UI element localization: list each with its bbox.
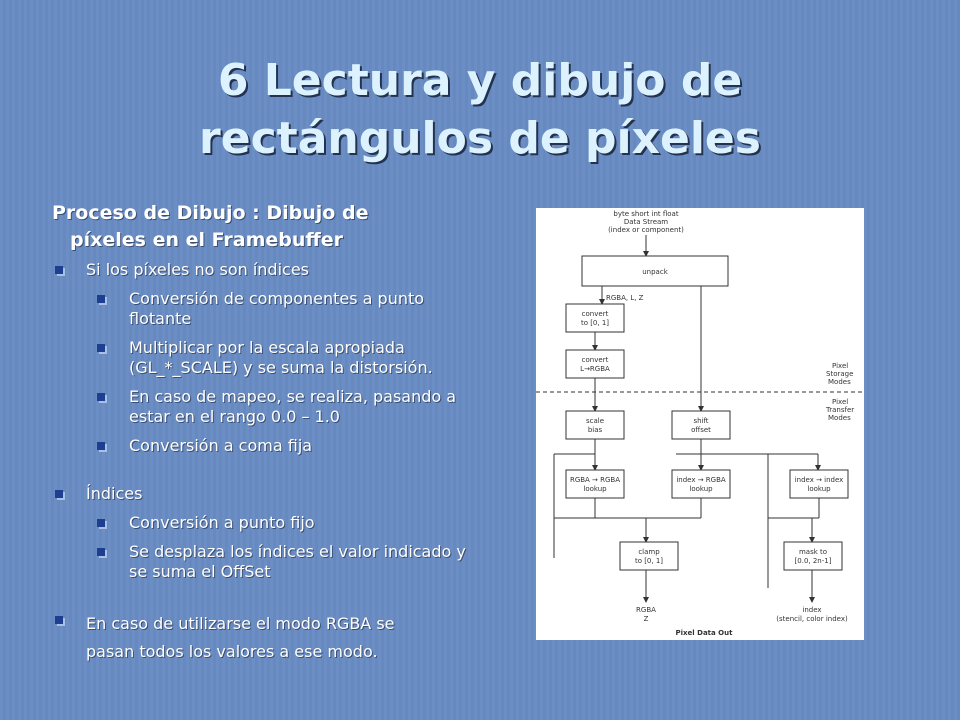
diagram-storage-l3: Modes [828, 378, 851, 386]
diagram-index-index-l2: lookup [807, 485, 831, 493]
diagram-scale-bias [565, 410, 625, 440]
diagram-out-rgba-l1: RGBA [636, 606, 656, 614]
diagram-input-1: byte short int float [613, 210, 678, 218]
diagram-convert-1-l1: convert [582, 310, 609, 318]
diagram-convert-1-l2: to [0, 1] [581, 319, 609, 327]
diagram-storage-l1: Pixel [832, 362, 848, 370]
diagram-convert-2 [565, 349, 625, 379]
diagram-transfer-l3: Modes [828, 414, 851, 422]
bullet-text: En caso de utilizarse el modo RGBA se [86, 614, 395, 633]
diagram-shift-l1: shift [693, 417, 708, 425]
bullet-icon [97, 295, 105, 303]
diagram-unpack-box [581, 255, 729, 287]
diagram-mask-l2: [0.0, 2n-1] [795, 557, 832, 565]
sub-bullet: Conversión a coma fija [52, 436, 482, 456]
bullet-text: Conversión de componentes a punto flotan… [129, 289, 425, 328]
diagram-rgba-lookup [565, 469, 625, 499]
slide-title: 6 Lectura y dibujo de rectángulos de píx… [199, 55, 761, 164]
sub-bullet: Se desplaza los índices el valor indicad… [52, 542, 482, 582]
subheading-line-2: píxeles en el Framebuffer [70, 229, 344, 251]
diagram-storage-l2: Storage [826, 370, 853, 378]
diagram-clamp-l1: clamp [638, 548, 660, 556]
sub-bullet: Multiplicar por la escala apropiada (GL_… [52, 338, 482, 378]
diagram-shift-l2: offset [691, 426, 711, 434]
diagram-scale-l1: scale [586, 417, 604, 425]
bullet-icon [55, 490, 63, 498]
subheading: Proceso de Dibujo : Dibujo de píxeles en… [52, 200, 482, 254]
bullet-non-index: Si los píxeles no son índices [52, 260, 482, 280]
diagram-convert-2-l2: L→RGBA [580, 365, 610, 373]
bullet-icon [97, 442, 105, 450]
diagram-mask-l1: mask to [799, 548, 827, 556]
slide-content: Proceso de Dibujo : Dibujo de píxeles en… [52, 200, 482, 666]
bullet-text: Se desplaza los índices el valor indicad… [129, 542, 466, 581]
diagram-out-index-l1: index [802, 606, 821, 614]
diagram-mask [783, 541, 843, 571]
bullet-rgba: En caso de utilizarse el modo RGBA se pa… [52, 610, 482, 666]
diagram-unpack-label: unpack [642, 268, 668, 276]
diagram-clamp [619, 541, 679, 571]
diagram-scale-l2: bias [588, 426, 603, 434]
diagram-index-index-lookup [789, 469, 849, 499]
diagram-svg: byte short int float Data Stream (index … [536, 210, 864, 637]
bullet-text: Índices [86, 484, 143, 503]
sub-bullet: Conversión de componentes a punto flotan… [52, 289, 482, 329]
diagram-out-rgba-l2: Z [644, 615, 649, 623]
diagram-input-2: Data Stream [624, 218, 668, 226]
bullet-text: pasan todos los valores a ese modo. [86, 642, 378, 661]
pixel-pipeline-diagram: byte short int float Data Stream (index … [536, 208, 864, 640]
diagram-index-index-l1: index → index [795, 476, 844, 484]
diagram-out-index-l2: (stencil, color index) [776, 615, 848, 623]
subheading-line-1: Proceso de Dibujo : Dibujo de [52, 202, 369, 224]
diagram-convert-1 [565, 303, 625, 333]
sub-bullet: En caso de mapeo, se realiza, pasando a … [52, 387, 482, 427]
bullet-text: Si los píxeles no son índices [86, 260, 310, 279]
diagram-shift-offset [671, 410, 731, 440]
diagram-rgba-lookup-l1: RGBA → RGBA [570, 476, 620, 484]
diagram-input-3: (index or component) [608, 226, 684, 234]
bullet-icon [55, 266, 63, 274]
diagram-clamp-l2: to [0, 1] [635, 557, 663, 565]
bullet-text: Conversión a punto fijo [129, 513, 315, 532]
diagram-index-rgba-l1: index → RGBA [676, 476, 726, 484]
bullet-text: Multiplicar por la escala apropiada (GL_… [129, 338, 433, 377]
bullet-text: En caso de mapeo, se realiza, pasando a … [129, 387, 457, 426]
sub-bullet: Conversión a punto fijo [52, 513, 482, 533]
bullet-icon [97, 393, 105, 401]
diagram-index-rgba-lookup [671, 469, 731, 499]
diagram-transfer-l2: Transfer [825, 406, 854, 414]
diagram-convert-2-l1: convert [582, 356, 609, 364]
diagram-footer: Pixel Data Out [676, 629, 734, 637]
bullet-icon [55, 616, 63, 624]
bullet-text: Conversión a coma fija [129, 436, 313, 455]
diagram-index-rgba-l2: lookup [689, 485, 713, 493]
bullet-icon [97, 344, 105, 352]
bullet-icon [97, 519, 105, 527]
bullet-icon [97, 548, 105, 556]
diagram-transfer-l1: Pixel [832, 398, 848, 406]
bullet-index: Índices [52, 484, 482, 504]
diagram-rgba-lookup-l2: lookup [583, 485, 607, 493]
diagram-rgba-l-z: RGBA, L, Z [606, 294, 644, 302]
